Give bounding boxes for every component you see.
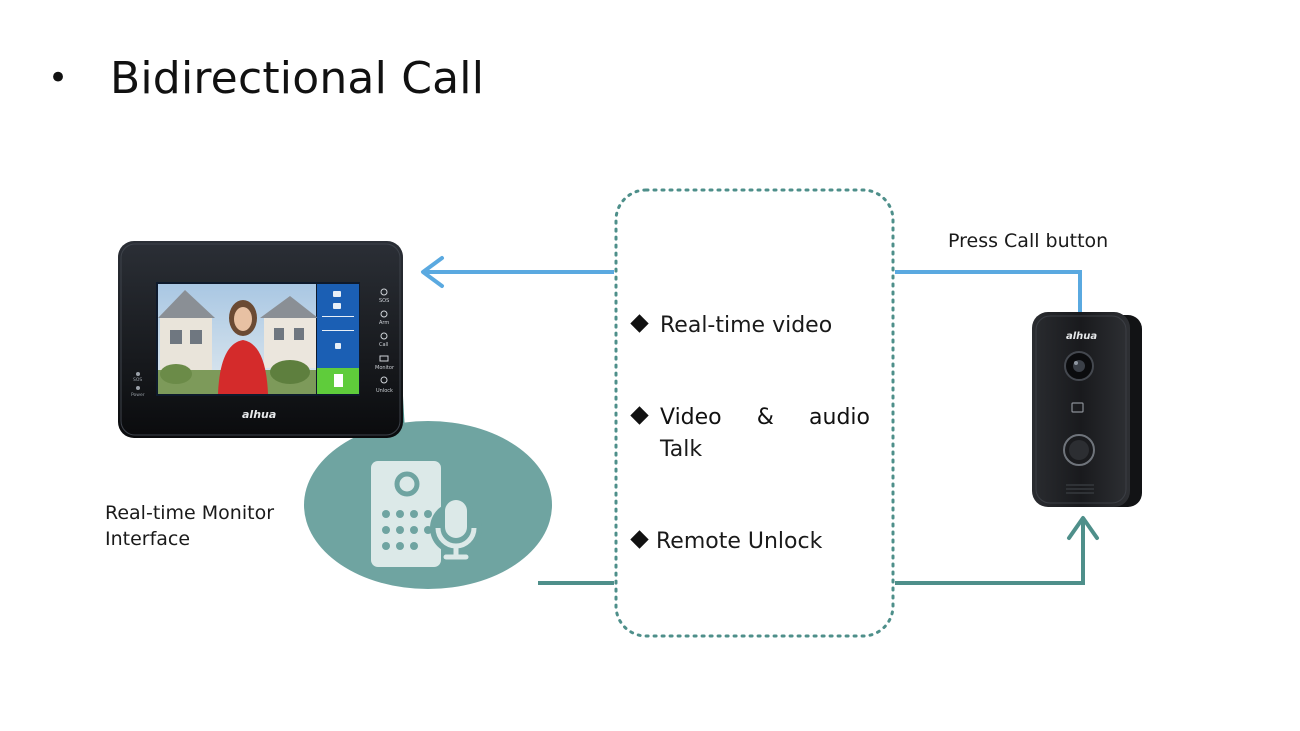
monitor-label-unlock: Unlock xyxy=(376,388,393,394)
doorbell-brand-logo: alhua xyxy=(1066,331,1097,342)
feature-realtime-video: Real-time video xyxy=(630,313,833,338)
monitor-label-call: Call xyxy=(379,342,388,348)
card-reader-icon xyxy=(1071,402,1084,413)
doorbell-caption: Press Call button xyxy=(948,230,1109,252)
monitor-control-panel xyxy=(317,284,359,368)
slide-title-row: • Bidirectional Call xyxy=(48,48,484,108)
diamond-bullet-icon xyxy=(630,314,649,333)
indoor-monitor: SOS Arm Call Monitor Unlock SOS Power al… xyxy=(118,241,403,438)
doorbell-station: alhua xyxy=(1032,312,1142,507)
monitor-label-sos: SOS xyxy=(379,298,389,304)
monitor-caption-line2: Interface xyxy=(105,528,191,550)
feature-video-audio-talk: Video & audio xyxy=(630,405,870,430)
diamond-bullet-icon xyxy=(630,406,649,425)
monitor-label-arm: Arm xyxy=(379,320,389,326)
feature-audio-word: audio xyxy=(809,405,870,430)
feature-ampersand: & xyxy=(756,405,774,430)
diamond-bullet-icon xyxy=(630,530,649,549)
microphone-icon xyxy=(430,500,482,560)
monitor-caption-line1: Real-time Monitor xyxy=(105,502,275,524)
monitor-label-monitor: Monitor xyxy=(375,365,395,371)
monitor-side-buttons: SOS Arm Call Monitor Unlock xyxy=(375,288,395,394)
feature-realtime-video-text: Real-time video xyxy=(660,313,833,338)
monitor-left-label-power: Power xyxy=(131,392,145,398)
feature-video-word: Video xyxy=(660,405,722,430)
slide-title: Bidirectional Call xyxy=(110,52,485,104)
intercom-panel-icon xyxy=(371,461,441,567)
features-dotted-box xyxy=(614,188,895,638)
feature-talk-word: Talk xyxy=(660,437,703,462)
monitor-left-labels: SOS Power xyxy=(131,372,145,398)
title-bullet: • xyxy=(48,58,69,98)
monitor-brand-logo: alhua xyxy=(242,408,276,421)
bottom-arrow xyxy=(538,516,1099,585)
feature-remote-unlock: Remote Unlock xyxy=(630,529,823,554)
top-arrow xyxy=(421,256,1082,312)
feature-remote-unlock-text: Remote Unlock xyxy=(656,529,823,554)
monitor-caption: Real-time Monitor Interface xyxy=(105,500,274,552)
monitor-left-label-sos: SOS xyxy=(133,377,142,383)
